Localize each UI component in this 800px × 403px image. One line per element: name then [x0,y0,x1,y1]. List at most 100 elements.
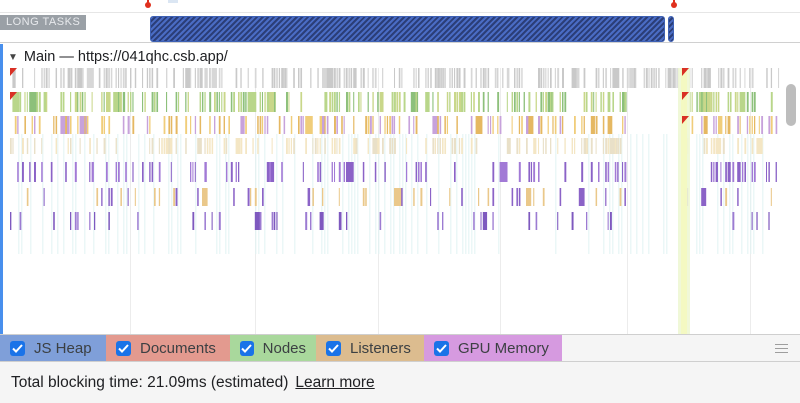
flame-slice [300,68,303,88]
flame-slice [458,92,463,112]
flame-slice [192,212,195,230]
flame-slice [254,212,262,230]
flame-slice [751,138,754,154]
learn-more-link[interactable]: Learn more [295,373,375,391]
counter-gpu-memory[interactable]: GPU Memory [424,335,562,361]
flame-slice [706,138,708,154]
flame-slice [82,92,84,112]
flame-slice [500,68,501,334]
flame-slice [350,68,353,88]
flame-slice [545,138,547,154]
flame-slice [302,116,304,134]
flame-slice [161,138,163,154]
checkbox-checked-icon[interactable] [10,340,25,356]
flame-slice [60,92,63,112]
flame-slice [605,188,607,206]
flame-slice [756,138,763,154]
flame-slice [156,68,159,88]
flame-slice [204,138,206,154]
flame-slice [355,68,357,88]
checkbox-checked-icon[interactable] [240,340,254,356]
counter-documents[interactable]: Documents [106,335,230,361]
flame-slice [286,138,288,154]
flame-slice [238,162,240,182]
flame-slice [26,138,29,154]
flame-slice [276,212,278,230]
checkbox-checked-icon[interactable] [434,340,449,356]
flame-slice [264,134,266,254]
flame-slice [65,116,68,134]
flame-slice [450,134,452,254]
checkbox-checked-icon[interactable] [116,340,131,356]
flame-slice [278,68,281,88]
flame-slice [24,92,26,112]
flame-slice [574,138,576,154]
flame-slice [461,188,463,206]
flame-slice [610,212,612,230]
flame-slice [70,68,72,88]
flame-slice [696,134,698,254]
checkbox-checked-icon[interactable] [326,340,341,356]
flame-slice [153,134,155,254]
flame-slice [379,116,381,134]
flame-slice [214,116,216,134]
flame-slice [74,162,77,182]
counter-listeners[interactable]: Listeners [316,335,424,361]
flame-slice [555,134,557,254]
flame-slice [612,138,615,154]
flame-slice [377,138,380,154]
flame-slice [542,138,544,154]
flame-slice [401,68,403,88]
flame-chart[interactable] [0,68,785,334]
flame-slice [324,134,326,254]
flame-slice [204,212,206,230]
flame-slice [314,138,317,154]
counter-js-heap[interactable]: JS Heap [0,335,106,361]
flame-slice [666,134,668,254]
summary-footer: Total blocking time: 21.09ms (estimated)… [0,362,800,403]
flame-slice [312,138,314,154]
flame-slice [703,138,706,154]
flame-slice [470,92,472,112]
flame-slice [101,188,103,206]
flame-slice [444,138,447,154]
flame-slice [38,116,41,134]
flame-slice [199,68,203,88]
flame-slice [19,92,22,112]
flame-slice [132,92,134,112]
marker-pin-icon[interactable] [144,0,152,8]
flame-slice [595,116,598,134]
flame-slice [115,138,117,154]
flame-slice [262,92,264,112]
flame-slice [753,134,755,254]
flame-slice [602,116,605,134]
flame-slice [34,138,36,154]
main-track-header[interactable]: ▼ Main — https://041qhc.csb.app/ [8,48,228,66]
flame-slice [720,68,723,88]
flame-slice [478,188,480,206]
flame-slice [362,68,365,88]
flame-slice [199,138,202,154]
flame-slice [17,162,19,182]
flame-slice [182,68,184,88]
flame-slice [559,188,562,206]
flame-slice [115,68,117,88]
flame-slice [190,162,192,182]
flame-slice [96,138,98,154]
flame-slice [63,134,65,254]
flame-slice [38,92,41,112]
marker-pin-icon[interactable] [670,0,678,8]
flame-slice [425,92,430,112]
menu-icon[interactable] [775,344,788,353]
vertical-scrollbar[interactable] [786,84,796,126]
long-task-bar[interactable] [668,16,674,42]
triangle-down-icon[interactable]: ▼ [8,51,18,63]
flame-slice [185,138,187,154]
long-task-bar[interactable] [150,16,665,42]
flame-slice [509,138,511,154]
flame-slice [658,68,660,88]
counter-nodes[interactable]: Nodes [230,335,316,361]
flame-slice [142,92,144,112]
flame-slice [346,68,348,88]
flame-slice [751,116,753,134]
